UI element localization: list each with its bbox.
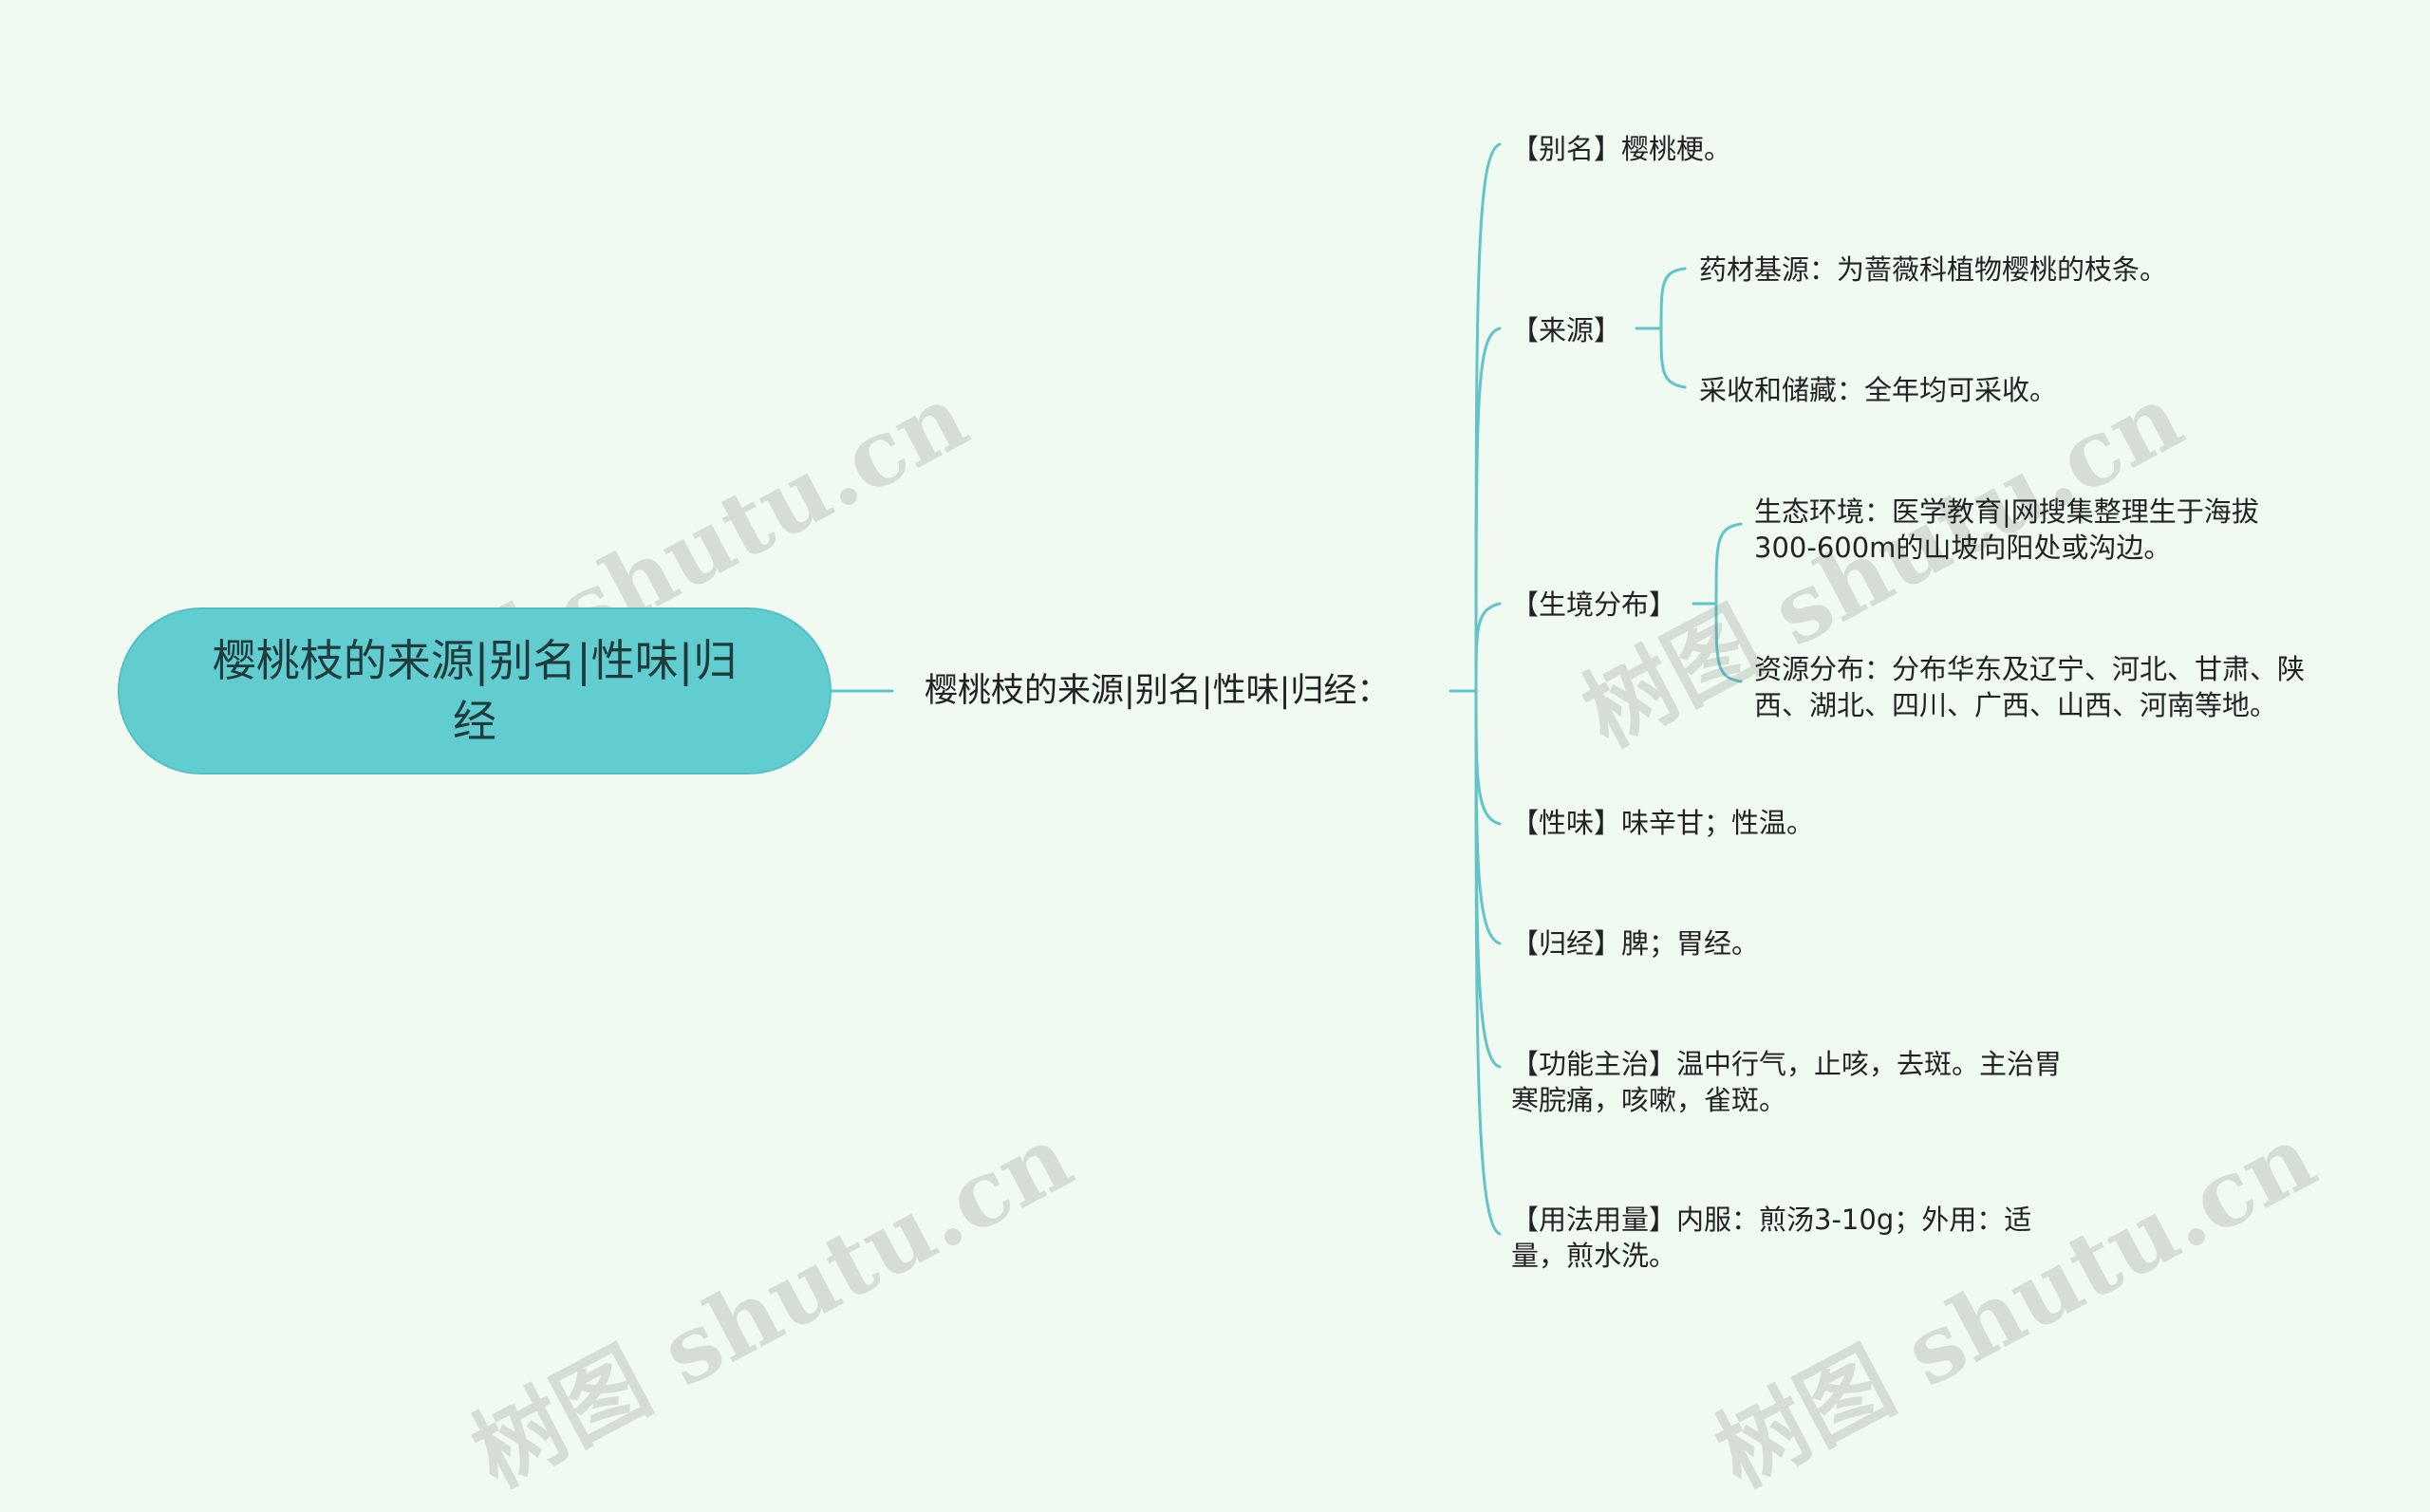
source-origin-branch [1659, 267, 1687, 330]
root-topic[interactable]: 樱桃枝的来源|别名|性味|归经 [118, 607, 832, 775]
habitat-dist-node[interactable]: 资源分布：分布华东及辽宁、河北、甘肃、陕西、湖北、四川、广西、山西、河南等地。 [1754, 653, 2306, 721]
branch-meridian-node[interactable]: 【归经】脾；胃经。 [1511, 927, 1760, 960]
branch-source [1474, 327, 1502, 693]
branch-habitat [1474, 602, 1502, 693]
branch-taste [1474, 689, 1502, 826]
branch-source-node[interactable]: 【来源】 [1511, 314, 1622, 346]
habitat-dist-branch [1714, 602, 1743, 683]
branch-function-node[interactable]: 【功能主治】温中行气，止咳，去斑。主治胃寒脘痛，咳嗽，雀斑。 [1511, 1048, 2063, 1116]
source-harvest-node[interactable]: 采收和储藏：全年均可采收。 [1699, 374, 2058, 406]
habitat-eco-branch [1714, 522, 1743, 606]
branch-taste-node[interactable]: 【性味】味辛甘；性温。 [1511, 807, 1815, 839]
branch-usage-node[interactable]: 【用法用量】内服：煎汤3-10g；外用：适量，煎水洗。 [1511, 1204, 2032, 1272]
branch-usage [1474, 689, 1502, 1236]
main-topic[interactable]: 樱桃枝的来源|别名|性味|归经： [925, 672, 1391, 710]
source-origin-node[interactable]: 药材基源：为蔷薇科植物樱桃的枝条。 [1699, 253, 2168, 286]
root-topic-label: 樱桃枝的来源|别名|性味|归经 [212, 635, 738, 747]
habitat-eco-node[interactable]: 生态环境：医学教育|网搜集整理生于海拔300-600m的山坡向阳处或沟边。 [1754, 495, 2259, 564]
branch-alias-node[interactable]: 【别名】樱桃梗。 [1511, 133, 1732, 165]
source-harvest-branch [1659, 327, 1687, 389]
branch-habitat-node[interactable]: 【生境分布】 [1511, 588, 1677, 621]
connector-lines [830, 142, 1743, 1236]
